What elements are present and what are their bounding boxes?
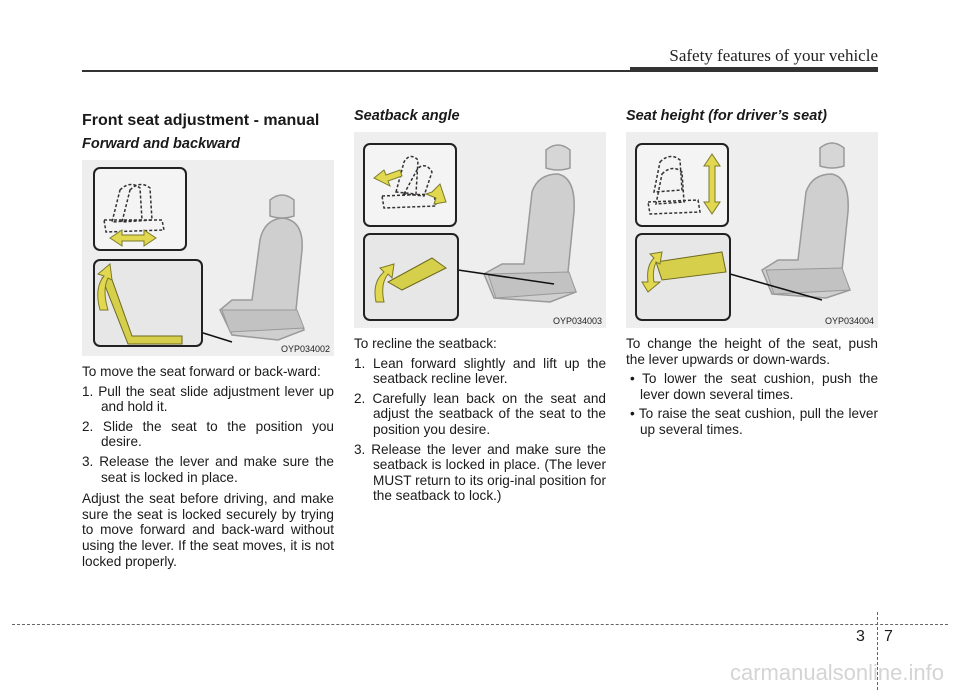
height-lever-icon [655, 251, 727, 281]
curved-double-arrow-icon [641, 251, 663, 293]
step-item: 2. Carefully lean back on the seat and a… [354, 390, 606, 437]
column-seat-height: Seat height (for driver’s seat) [626, 108, 878, 442]
step-item: 3. Release the lever and make sure the s… [82, 453, 334, 485]
subsection-title: Seatback angle [354, 108, 460, 124]
seatback-svg [354, 132, 606, 328]
seat-icon [483, 144, 577, 303]
seatback-illustration: OYP034003 [354, 132, 606, 328]
step-item: 3. Release the lever and make sure the s… [354, 441, 606, 504]
callout-line [199, 331, 233, 343]
reclining-seat-outline-icon [381, 155, 437, 209]
footer-rule [12, 624, 948, 625]
double-arrow-horizontal-icon [109, 229, 157, 247]
steps-list: 1. Lean forward slightly and lift up the… [354, 356, 606, 504]
footer-divider [877, 612, 878, 690]
curved-arrow-up-icon [374, 263, 395, 303]
recline-lever-icon [386, 257, 447, 291]
steps-list: 1. Pull the seat slide adjustment lever … [82, 384, 334, 486]
seat-slide-svg [82, 160, 334, 356]
inset-panel-top [93, 167, 187, 251]
bullet-item: • To lower the seat cushion, push the le… [630, 371, 878, 402]
seat-outline-icon [647, 155, 701, 215]
figure-code: OYP034003 [552, 316, 602, 326]
callout-line [457, 269, 555, 285]
chapter-number: 3 [856, 628, 865, 645]
inset-panel-top [363, 143, 457, 227]
seat-outline-icon [103, 183, 165, 233]
column-seatback-angle: Seatback angle [354, 108, 606, 510]
bullet-list: • To lower the seat cushion, push the le… [626, 371, 878, 437]
intro-text: To move the seat forward or back-ward: [82, 364, 321, 379]
curved-arrow-up-icon [96, 263, 113, 311]
subsection-title: Forward and backward [82, 136, 240, 152]
page-number: 7 [884, 628, 893, 645]
arrow-right-down-icon [424, 183, 447, 205]
subsection-title: Seat height (for driver’s seat) [626, 108, 827, 124]
seat-height-illustration: OYP034004 [626, 132, 878, 328]
header-accent-bar [630, 67, 878, 72]
header-title: Safety features of your vehicle [669, 46, 878, 65]
step-item: 2. Slide the seat to the position you de… [82, 418, 334, 450]
callout-line [729, 273, 823, 301]
figure-code: OYP034004 [824, 316, 874, 326]
note-text: Adjust the seat before driving, and make… [82, 491, 334, 569]
seat-slide-illustration: OYP034002 [82, 160, 334, 356]
intro-text: To change the height of the seat, push t… [626, 336, 878, 367]
seat-icon [761, 142, 851, 299]
header-rule [82, 70, 878, 72]
intro-text: To recline the seatback: [354, 336, 497, 351]
column-forward-backward: Front seat adjustment - manual Forward a… [82, 108, 334, 573]
section-title: Front seat adjustment - manual [82, 112, 320, 129]
seat-icon [219, 194, 305, 341]
seat-height-svg [626, 132, 878, 328]
step-item: 1. Pull the seat slide adjustment lever … [82, 383, 334, 415]
watermark: carmanualsonline.info [729, 660, 944, 685]
figure-code: OYP034002 [280, 344, 330, 354]
step-item: 1. Lean forward slightly and lift up the… [354, 355, 606, 387]
bullet-item: • To raise the seat cushion, pull the le… [630, 406, 878, 437]
double-arrow-vertical-icon [703, 153, 721, 215]
arrow-left-icon [373, 169, 403, 188]
